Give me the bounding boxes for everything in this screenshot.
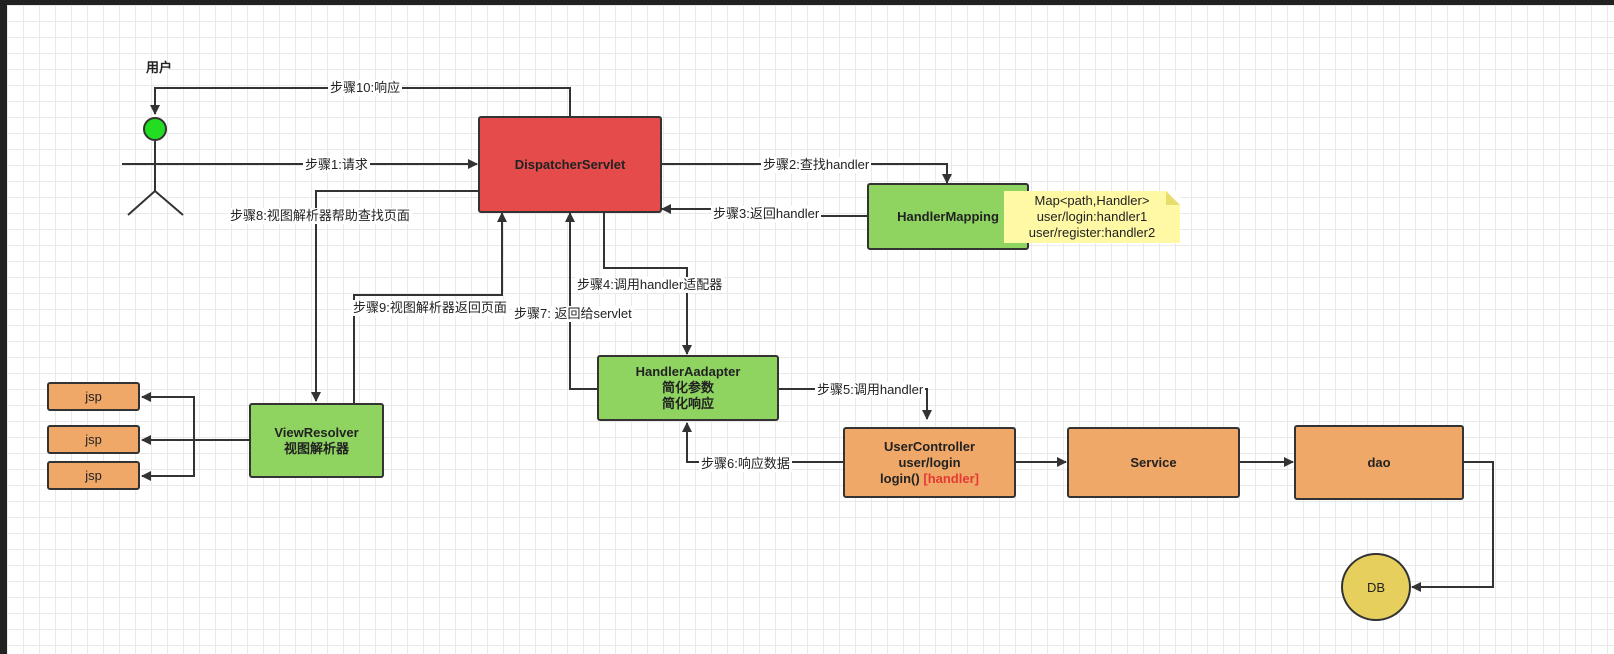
dispatcher-servlet-label: DispatcherServlet bbox=[514, 156, 626, 172]
step4-label: 步骤4:调用handler适配器 bbox=[575, 277, 725, 293]
step2-label: 步骤2:查找handler bbox=[761, 157, 872, 173]
edge-step9 bbox=[353, 212, 507, 403]
actor-right-leg bbox=[154, 190, 184, 216]
diagram-canvas: 用户 DispatcherServlet HandlerMapping Map<… bbox=[7, 5, 1614, 654]
handler-adapter-line: 简化响应 bbox=[661, 396, 714, 411]
actor-head bbox=[143, 117, 167, 141]
service-label: Service bbox=[1130, 454, 1177, 470]
step10-label: 步骤10:响应 bbox=[328, 80, 403, 96]
view-resolver-node[interactable]: ViewResolver 视图解析器 bbox=[249, 403, 384, 478]
edge-step2 bbox=[662, 163, 952, 184]
edge-step7 bbox=[565, 212, 597, 390]
view-resolver-title: ViewResolver bbox=[274, 424, 359, 440]
edge-step4 bbox=[603, 213, 692, 355]
user-controller-node[interactable]: UserController user/login login() [handl… bbox=[843, 427, 1016, 498]
view-resolver-subtitle: 视图解析器 bbox=[283, 440, 349, 456]
note-line: user/login:handler1 bbox=[1036, 209, 1148, 224]
edge-step8 bbox=[311, 190, 479, 402]
jsp-node[interactable]: jsp bbox=[47, 382, 140, 411]
edge-dao-db bbox=[1411, 461, 1494, 592]
note-fold bbox=[1166, 191, 1180, 205]
dao-label: dao bbox=[1367, 454, 1391, 470]
handler-map-note: Map<path,Handler> user/login:handler1 us… bbox=[1004, 191, 1180, 243]
step7-label: 步骤7: 返回给servlet bbox=[512, 306, 634, 322]
db-label: DB bbox=[1366, 579, 1386, 595]
step3-label: 步骤3:返回handler bbox=[711, 206, 822, 222]
db-node[interactable]: DB bbox=[1341, 553, 1411, 621]
user-controller-title: UserController bbox=[883, 438, 976, 454]
jsp-node[interactable]: jsp bbox=[47, 461, 140, 490]
handler-adapter-node[interactable]: HandlerAadapter 简化参数 简化响应 bbox=[597, 355, 779, 421]
step6-label: 步骤6:响应数据 bbox=[699, 456, 792, 472]
jsp-label: jsp bbox=[85, 388, 102, 404]
user-controller-path: user/login bbox=[898, 454, 961, 470]
jsp-node[interactable]: jsp bbox=[47, 425, 140, 454]
handler-mapping-node[interactable]: HandlerMapping bbox=[867, 183, 1029, 250]
dao-node[interactable]: dao bbox=[1294, 425, 1464, 500]
note-line: user/register:handler2 bbox=[1028, 225, 1156, 240]
step5-label: 步骤5:调用handler bbox=[815, 382, 926, 398]
handler-adapter-title: HandlerAadapter bbox=[635, 364, 741, 379]
actor-left-leg bbox=[127, 190, 156, 216]
handler-adapter-line: 简化参数 bbox=[661, 380, 714, 395]
dispatcher-servlet-node[interactable]: DispatcherServlet bbox=[478, 116, 662, 213]
edge-view-jsp1 bbox=[141, 392, 249, 441]
note-line: Map<path,Handler> bbox=[1034, 193, 1150, 208]
step1-label: 步骤1:请求 bbox=[303, 157, 370, 173]
step8-label: 步骤8:视图解析器帮助查找页面 bbox=[228, 208, 412, 224]
service-node[interactable]: Service bbox=[1067, 427, 1240, 498]
actor-label: 用户 bbox=[146, 60, 173, 75]
edge-view-jsp3 bbox=[141, 440, 195, 481]
jsp-label: jsp bbox=[85, 431, 102, 447]
step9-label: 步骤9:视图解析器返回页面 bbox=[351, 300, 509, 316]
jsp-label: jsp bbox=[85, 467, 102, 483]
user-controller-method: login() [handler] bbox=[880, 470, 979, 486]
handler-mapping-label: HandlerMapping bbox=[897, 208, 999, 224]
handler-tag: [handler] bbox=[923, 470, 979, 486]
